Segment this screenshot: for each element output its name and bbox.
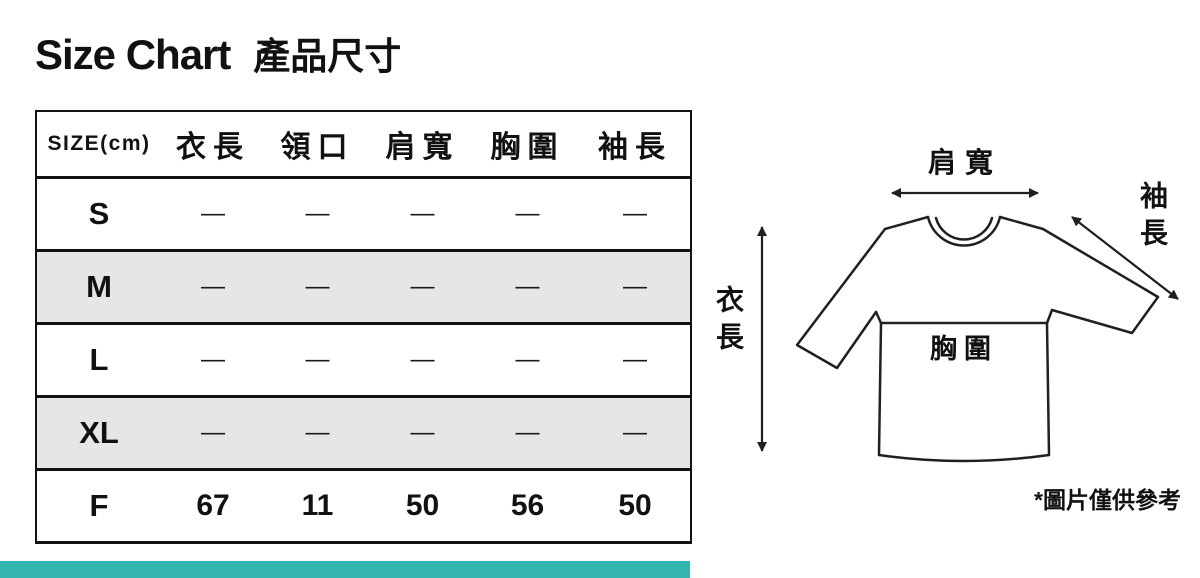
sleeve-length-label: 袖長 bbox=[1137, 181, 1168, 255]
page-title: Size Chart 產品尺寸 bbox=[35, 26, 401, 80]
col-header-shoulder-width: 肩寬 bbox=[385, 131, 460, 164]
table-cell: 50 bbox=[618, 489, 652, 522]
table-cell: — bbox=[623, 273, 647, 300]
table-cell: 56 bbox=[510, 489, 545, 522]
reference-note: *圖片僅供參考 bbox=[1034, 487, 1181, 513]
size-label: M bbox=[86, 269, 112, 304]
size-table: SIZE(cm) 衣長 領口 肩寬 胸圍 袖長 S — — — — — M — … bbox=[35, 110, 692, 544]
table-cell: — bbox=[201, 419, 225, 446]
table-cell: — bbox=[623, 200, 647, 227]
col-header-garment-length: 衣長 bbox=[176, 131, 250, 164]
accent-bar bbox=[0, 561, 690, 578]
table-cell: — bbox=[305, 419, 330, 446]
chest-width-label: 胸圍 bbox=[930, 334, 998, 364]
table-cell: — bbox=[515, 273, 540, 300]
garment-length-label: 衣長 bbox=[713, 285, 744, 359]
shirt-outline bbox=[795, 215, 1160, 463]
table-cell: — bbox=[410, 419, 435, 446]
table-cell: — bbox=[410, 273, 435, 300]
table-cell: — bbox=[201, 273, 225, 300]
col-header-neckline: 領口 bbox=[280, 131, 355, 164]
table-cell: 50 bbox=[405, 489, 440, 522]
size-label: S bbox=[88, 196, 110, 231]
col-header-chest: 胸圍 bbox=[490, 131, 565, 164]
size-label: F bbox=[89, 488, 109, 523]
table-cell: — bbox=[515, 346, 540, 373]
table-cell: — bbox=[410, 200, 435, 227]
table-cell: — bbox=[305, 273, 330, 300]
table-row-m: M — — — — — bbox=[36, 250, 691, 324]
table-cell: — bbox=[623, 419, 647, 446]
shirt-measurement-diagram: 肩寬 袖長 衣長 胸圍 *圖片僅供參考 bbox=[700, 105, 1195, 545]
title-english: Size Chart bbox=[35, 31, 231, 78]
table-row-xl: XL — — — — — bbox=[36, 396, 691, 470]
table-cell: 11 bbox=[301, 489, 334, 522]
shoulder-width-label: 肩寬 bbox=[927, 147, 1002, 178]
table-header-row: SIZE(cm) 衣長 領口 肩寬 胸圍 袖長 bbox=[36, 111, 691, 178]
table-cell: — bbox=[201, 346, 225, 373]
table-cell: — bbox=[515, 200, 540, 227]
size-label: XL bbox=[79, 415, 119, 450]
table-cell: — bbox=[305, 346, 330, 373]
table-cell: — bbox=[305, 200, 330, 227]
table-cell: 67 bbox=[196, 489, 230, 522]
table-row-s: S — — — — — bbox=[36, 178, 691, 251]
table-cell: — bbox=[623, 346, 647, 373]
measure-arrows bbox=[757, 188, 1179, 452]
table-cell: — bbox=[515, 419, 540, 446]
table-cell: — bbox=[201, 200, 225, 227]
table-cell: — bbox=[410, 346, 435, 373]
title-chinese: 產品尺寸 bbox=[253, 36, 402, 77]
table-row-l: L — — — — — bbox=[36, 324, 691, 397]
size-label: L bbox=[89, 342, 109, 377]
table-row-f: F 67 11 50 56 50 bbox=[36, 470, 691, 543]
sleeve-length-arrow bbox=[1071, 216, 1179, 300]
shirt-outline-drawing bbox=[757, 188, 1179, 463]
col-header-sleeve-length: 袖長 bbox=[598, 131, 672, 164]
col-header-size: SIZE(cm) bbox=[47, 132, 151, 155]
